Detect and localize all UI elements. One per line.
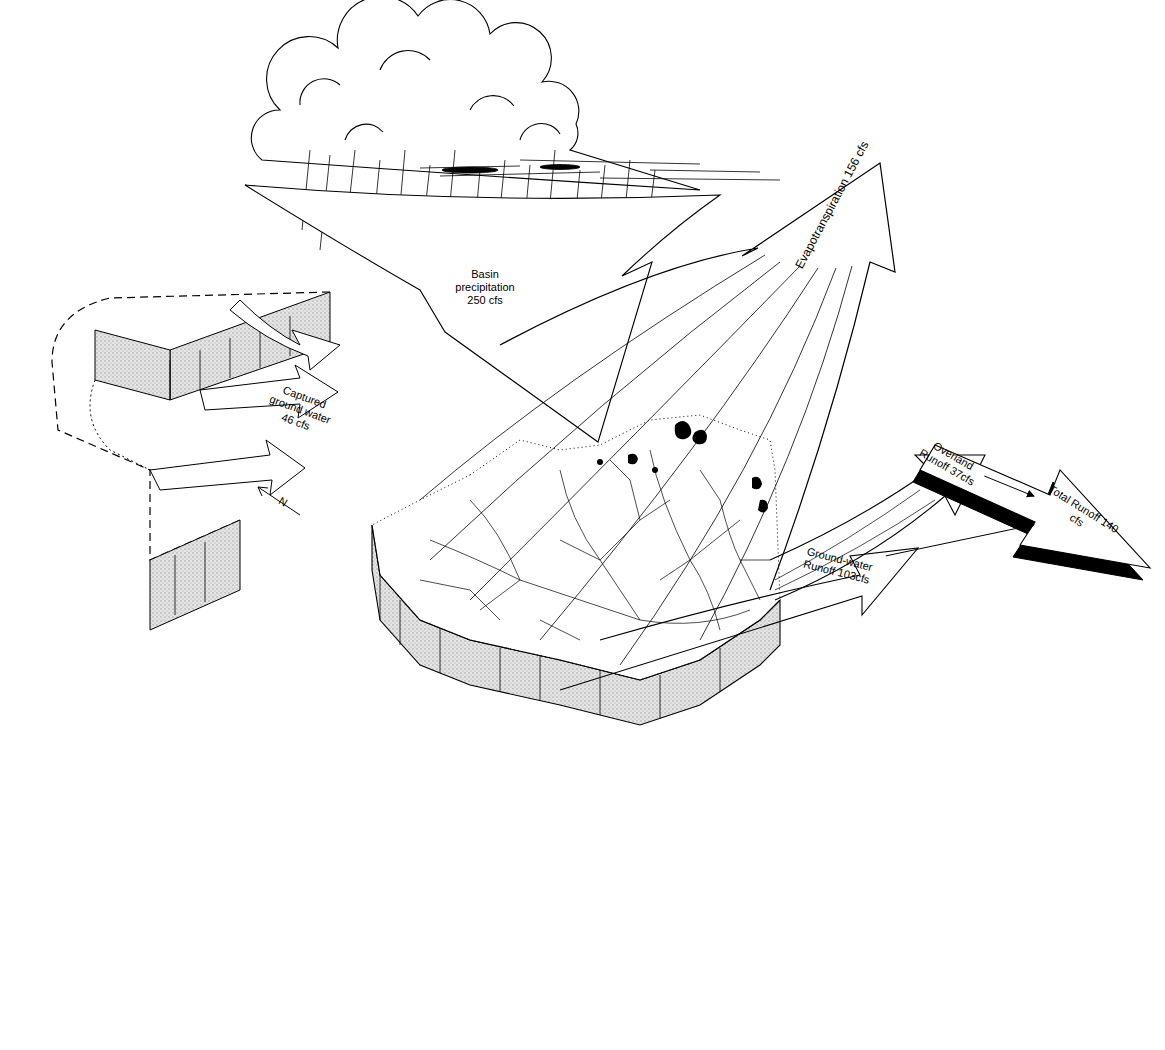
flow-value-text: Total Runoff 140 cfs	[1034, 479, 1126, 550]
evapotranspiration-arrow	[420, 163, 895, 665]
flow-value-text: Basin precipitation 250 cfs	[446, 268, 524, 308]
flow-arrow-label: Basin precipitation 250 cfs	[446, 268, 524, 308]
cloud	[251, 0, 700, 190]
annotation-text: Captured ground water 46 cfs	[260, 379, 339, 440]
annotation-label: Captured ground water 46 cfs	[260, 379, 339, 440]
flow-value-text: Overland Runoff 37cfs	[916, 435, 985, 490]
annotation-text: N	[274, 493, 293, 511]
flow-arrow-label: Ground-water Runoff 103cfs	[790, 542, 886, 590]
merge-connector	[886, 525, 1034, 556]
flow-value-text: Ground-water Runoff 103cfs	[790, 542, 886, 590]
merge-connector	[984, 476, 1034, 496]
north-arrow	[258, 487, 300, 515]
captured-area-block	[52, 292, 340, 630]
flow-arrow-label: Total Runoff 140 cfs	[1034, 479, 1126, 550]
flow-value-text: Evapotranspiration 156 cfs	[781, 118, 883, 293]
flow-arrow-label: Overland Runoff 37cfs	[916, 435, 985, 490]
flow-arrow-label: Evapotranspiration 156 cfs	[781, 118, 883, 293]
annotation-label: N	[274, 493, 293, 511]
